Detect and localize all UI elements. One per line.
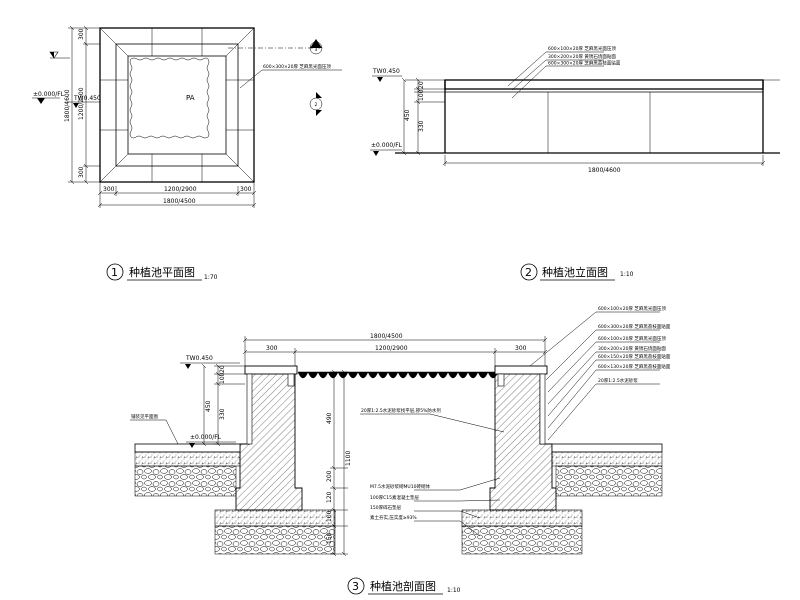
sec-dim-330: 330 [219, 408, 226, 420]
sec-elev-zero: ±0.000/FL [190, 434, 222, 441]
sec-elev-tw: TW0.450 [185, 355, 213, 362]
elev-dim-450: 450 [404, 109, 411, 121]
elev-scale: 1:10 [620, 271, 634, 278]
plan-wavy-edge [129, 57, 210, 139]
sec-dim-100: 100 [219, 372, 226, 384]
elev-title-num: 2 [525, 266, 532, 279]
plan-scale: 1:70 [204, 274, 218, 281]
sec-dim-450: 450 [205, 400, 212, 412]
elev-title: 种植池立面图 [542, 265, 608, 279]
sec-dim-v120: 120 [326, 491, 333, 503]
section-view: 1800/4500 300 1200/2900 300 [130, 305, 671, 595]
sec-note-b3: 150厚碎石垫层 [370, 504, 402, 511]
plan-dim-300-b2: 300 [240, 186, 252, 193]
plan-elev-zero-mark [37, 98, 45, 104]
sec-title-num: 3 [352, 580, 359, 593]
sec-dim-v100: 100 [326, 510, 333, 522]
sec-note-b1: M7.5水泥砂浆砌MU10砖砌体 [370, 483, 430, 490]
sec-title: 种植池剖面图 [370, 579, 436, 593]
sec-right-wall [489, 367, 557, 511]
elevation-view: 20 100 330 450 TW0.450 ±0.000/FL 1800/46… [370, 45, 780, 281]
sec-label-ground: 铺装见平面图 [131, 413, 158, 420]
sec-dim-v200: 200 [326, 470, 333, 482]
elev-coping [444, 79, 764, 90]
sec-right-coping [494, 365, 548, 375]
sec-note-b2: 100厚C15素混凝土垫层 [370, 494, 419, 501]
plan-dim-1800-b: 1800/4500 [163, 198, 196, 205]
plan-coping-inner [115, 43, 239, 167]
plan-dim-1200-b: 1200/2900 [164, 186, 197, 193]
sec-dim-20: 20 [219, 365, 226, 373]
elev-note2: 300×200×20厚 黄锈石烧面贴面 [548, 53, 616, 60]
sec-left-coping [244, 365, 298, 375]
sec-scale: 1:10 [447, 587, 461, 594]
plan-dim-300-top: 300 [78, 28, 85, 40]
sec-note-r4: 300×200×20厚 黄锈石烧面贴面 [598, 345, 666, 352]
plan-dim-1200-left: 1200/2500 [78, 87, 85, 120]
elev-note3: 600×300×20厚 芝麻黑荔枝面贴面 [548, 60, 621, 67]
sec-note-r1: 600×100×20厚 芝麻黑光面压顶 [598, 305, 666, 312]
plan-elev-tw: TW0.450 [73, 95, 101, 102]
elev-dim-1800: 1800/4600 [588, 167, 621, 174]
sec-left-wall [235, 367, 303, 511]
sec-dim-300-l: 300 [266, 345, 278, 352]
sec-note-mid: 20厚1:2.5水泥砂浆找平层,掺5%防水剂 [361, 407, 441, 414]
plan-pa-label: PA [186, 94, 195, 102]
elev-note1: 600×100×20厚 芝麻黑光面压顶 [548, 45, 616, 52]
elev-dim-100: 100 [418, 89, 425, 101]
plan-title: 种植池平面图 [129, 265, 195, 279]
plan-dim-300-bottom: 300 [78, 166, 85, 178]
sec-dim-300-r: 300 [515, 345, 527, 352]
sec-dim-v150: 150 [326, 532, 333, 544]
sec-note-b4: 素土夯实,压实度≥93% [370, 514, 417, 521]
sec-dim-490: 490 [326, 412, 333, 424]
sec-note-r2: 600×300×20厚 芝麻黑荔枝面贴面 [598, 323, 671, 330]
plan-view: PA 300 1200/2500 300 1800/4600 ±0.000/FL… [32, 25, 342, 281]
elev-dim-330: 330 [418, 120, 425, 132]
plan-pit-inner [127, 55, 227, 155]
plan-elev-zero: ±0.000/FL [33, 91, 65, 98]
sec-note-r7: 20厚1:2.5水泥砂浆 [598, 377, 638, 384]
sec-note-r6: 600×130×20厚 芝麻黑荔枝面贴面 [598, 363, 671, 370]
sec-dim-1800: 1800/4500 [370, 333, 403, 340]
plan-title-num: 1 [111, 266, 118, 279]
sec-dim-1100: 1100 [345, 451, 352, 466]
plan-callout: 600×300×20厚 芝麻黑光面压顶 [263, 63, 331, 70]
elev-dim-20: 20 [418, 81, 425, 89]
sec-note-r3: 600×100×20厚 芝麻黑光面压顶 [598, 335, 666, 342]
sec-soil-mounds [297, 371, 499, 379]
sec-note-r5: 600×150×20厚 芝麻黑荔枝面贴面 [598, 353, 671, 360]
elev-tw: TW0.450 [372, 68, 400, 75]
elev-zero: ±0.000/FL [371, 142, 403, 149]
plan-outer [99, 27, 255, 183]
plan-elev-num: 2 [315, 102, 318, 108]
plan-sec-num: 3 [315, 47, 318, 53]
sec-dim-1200: 1200/2900 [375, 345, 408, 352]
plan-dim-300-b1: 300 [103, 186, 115, 193]
plan-title-circle [106, 263, 124, 281]
plan-dim-1800-left: 1800/4600 [64, 89, 71, 122]
